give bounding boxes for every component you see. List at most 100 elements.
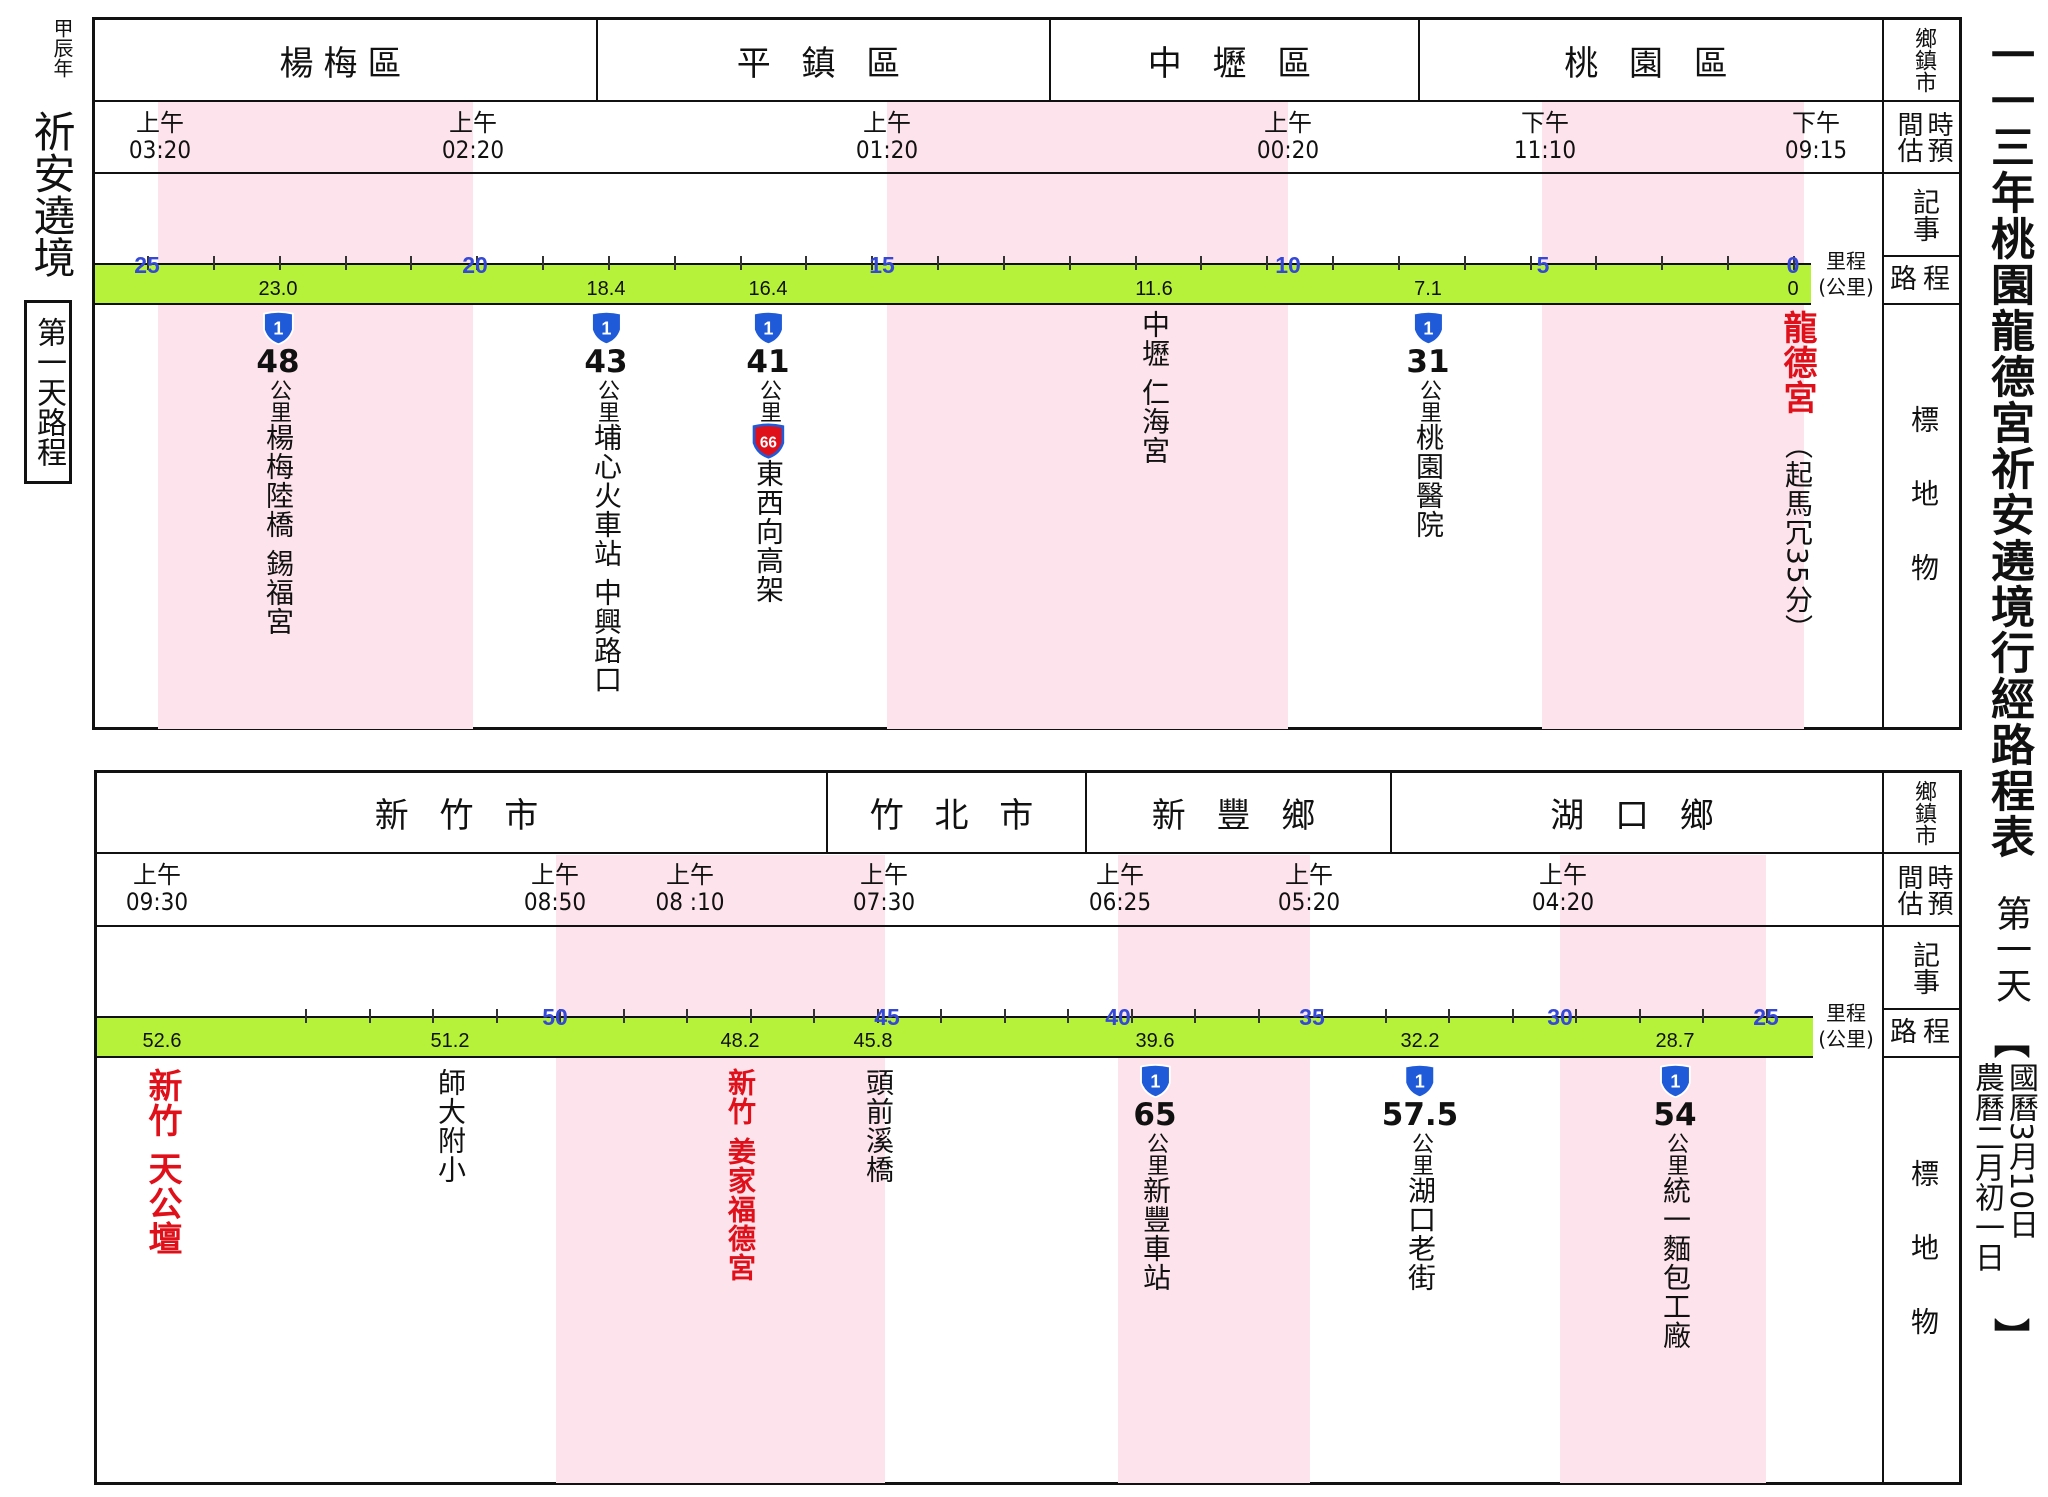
date-lunar: 農曆二月初一日 (1969, 1062, 2004, 1272)
route-tick (1257, 1009, 1260, 1023)
route-tick (1448, 1009, 1451, 1023)
route-tick (673, 256, 676, 270)
route-tick (305, 1009, 307, 1023)
landmark-uni-bakery: 1 54 公里 統一麵包工廠 (1653, 1063, 1697, 1350)
svg-text:66: 66 (759, 434, 776, 451)
km-mark: 20 (462, 252, 488, 278)
route-tick (1529, 256, 1532, 270)
km-mark: 0 (1786, 252, 1800, 278)
svg-text:1: 1 (763, 318, 773, 338)
landmark-yangmei: 1 48 公里 楊梅陸橋 錫福宮 (256, 310, 300, 636)
distance-label: 52.6 (142, 1030, 182, 1052)
divider (1882, 770, 1884, 1485)
route-tick (1727, 256, 1730, 270)
km-mark: 25 (134, 252, 160, 278)
row-label-time: 時預間估 (1893, 863, 1953, 916)
route-tick (871, 256, 874, 270)
divider (92, 172, 1962, 174)
row-label-route: 路程 (1890, 264, 1956, 295)
distance-label: 7.1 (1414, 278, 1442, 300)
route-tick (1002, 256, 1005, 270)
divider (1418, 17, 1420, 102)
district-hukou: 湖 口 鄉 (1550, 796, 1724, 836)
row-label-notes: 記事 (1908, 187, 1939, 242)
district-pingzhen: 平 鎮 區 (736, 43, 911, 84)
distance-label: 18.4 (586, 278, 626, 300)
svg-text:1: 1 (273, 318, 283, 338)
landmark-longde-temple: 龍德宮 （起馬冗35分） (1777, 310, 1817, 643)
route-tick (813, 1009, 816, 1023)
route-tick (212, 256, 215, 270)
svg-text:1: 1 (1150, 1071, 1160, 1091)
highway-1-shield-icon: 1 (1404, 1063, 1436, 1099)
route-tick (1068, 256, 1071, 270)
landmark-hsinchu-tiangong: 新竹 天公壇 (142, 1068, 182, 1256)
km-mark: 10 (1275, 252, 1301, 278)
km-mark: 15 (869, 252, 895, 278)
svg-text:1: 1 (601, 318, 611, 338)
day-label-box: 第一天路程 (24, 300, 72, 484)
highway-66-shield-icon: 66 (752, 423, 784, 459)
highway-1-shield-icon: 1 (752, 310, 784, 346)
landmark-shida-elementary: 師大附小 (434, 1068, 467, 1184)
row-label-time: 時預間估 (1893, 111, 1953, 163)
divider (1882, 17, 1884, 730)
mileage-label: 里程(公里) (1818, 1001, 1874, 1051)
route-tick (147, 256, 149, 270)
landmark-taoyuan-hospital: 1 31 公里 桃園醫院 (1406, 310, 1450, 539)
divider (94, 925, 1962, 927)
route-tick (937, 256, 940, 270)
route-tick (1200, 256, 1203, 270)
pink-band (556, 855, 885, 1483)
pink-band (887, 102, 1288, 729)
highway-1-shield-icon: 1 (1659, 1063, 1691, 1099)
landmark-zhongli-renhai: 中壢 仁海宮 (1138, 310, 1171, 465)
route-tick (1702, 1009, 1705, 1023)
row-label-landmark: 標地物 (1907, 1159, 1940, 1381)
km-mark: 35 (1299, 1004, 1325, 1030)
divider (1085, 770, 1087, 854)
route-tick (1397, 256, 1400, 270)
svg-text:1: 1 (1415, 1071, 1425, 1091)
distance-label: 16.4 (748, 278, 788, 300)
route-tick (1332, 256, 1335, 270)
distance-label: 32.2 (1400, 1030, 1440, 1052)
route-tick (542, 256, 545, 270)
route-tick (940, 1009, 943, 1023)
highway-1-shield-icon: 1 (262, 310, 294, 346)
district-zhongli: 中 壢 區 (1147, 43, 1322, 84)
km-mark: 25 (1753, 1004, 1779, 1030)
highway-1-shield-icon: 1 (1412, 310, 1444, 346)
route-tick (368, 1009, 371, 1023)
pink-band (158, 102, 473, 729)
district-hsinchu: 新 竹 市 (374, 796, 549, 836)
divider (1882, 303, 1962, 305)
route-tick (686, 1009, 689, 1023)
row-label-district: 鄉鎮市 (1911, 27, 1936, 93)
divider (1390, 770, 1392, 854)
district-taoyuan: 桃 園 區 (1564, 43, 1738, 84)
distance-label: 0 (1787, 278, 1799, 300)
left-title: 祈安遶境 (27, 110, 76, 278)
pink-band (1542, 102, 1804, 729)
row-label-notes: 記事 (1908, 940, 1939, 995)
divider (92, 100, 1962, 102)
route-tick (432, 1009, 435, 1023)
divider (596, 17, 598, 102)
pink-band (1560, 855, 1766, 1483)
route-tick (559, 1009, 562, 1023)
distance-label: 23.0 (258, 278, 298, 300)
route-tick (476, 256, 479, 270)
km-mark: 40 (1105, 1004, 1131, 1030)
divider (826, 770, 828, 854)
route-tick (622, 1009, 625, 1023)
distance-label: 28.7 (1655, 1030, 1695, 1052)
route-bar (97, 1016, 1813, 1058)
route-tick (1321, 1009, 1324, 1023)
divider (1049, 17, 1051, 102)
